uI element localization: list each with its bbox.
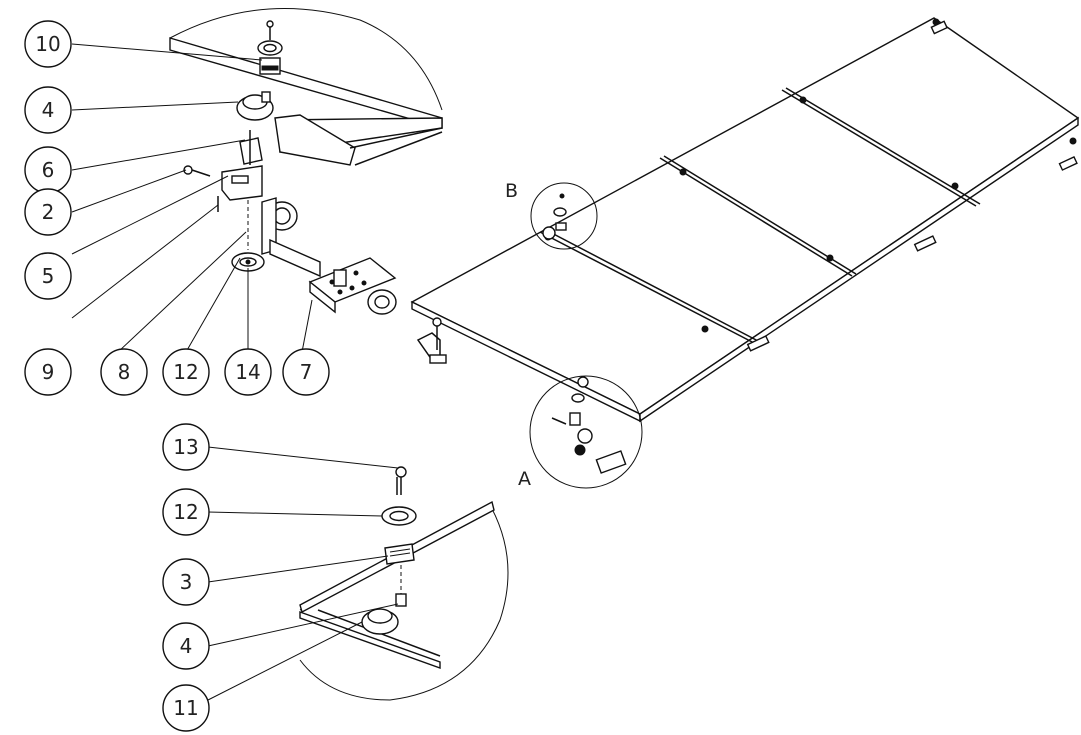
detail-a-callout: A — [518, 375, 643, 490]
svg-text:13: 13 — [173, 435, 198, 459]
left-mount-hardware — [416, 317, 447, 364]
part-7-baseplate — [308, 257, 397, 315]
panel-seam-1 — [539, 231, 757, 345]
part-4-nut-b — [361, 593, 407, 635]
svg-text:10: 10 — [35, 32, 60, 56]
balloon-11: 11 — [162, 684, 210, 732]
svg-text:11: 11 — [173, 696, 198, 720]
bottom-detail-view — [299, 466, 509, 701]
svg-text:9: 9 — [42, 360, 55, 384]
panel-seam-3 — [781, 89, 977, 207]
part-6-rail — [239, 130, 263, 165]
svg-text:14: 14 — [235, 360, 260, 384]
balloon-4-top: 4 — [24, 86, 72, 134]
part-13-bolt — [395, 466, 407, 495]
detail-b-callout: B — [505, 180, 598, 250]
svg-text:12: 12 — [173, 360, 198, 384]
svg-text:2: 2 — [42, 200, 55, 224]
balloon-6: 6 — [24, 146, 72, 194]
part-4-nut — [236, 91, 274, 121]
part-2-bolt — [183, 165, 211, 177]
balloon-9: 9 — [24, 348, 72, 396]
part-12-washer-b — [381, 506, 417, 526]
svg-text:7: 7 — [300, 360, 313, 384]
balloon-7: 7 — [282, 348, 330, 396]
svg-text:6: 6 — [42, 158, 55, 182]
detail-a-label: A — [518, 468, 531, 490]
svg-text:4: 4 — [42, 98, 55, 122]
svg-text:5: 5 — [42, 264, 55, 288]
balloon-5: 5 — [24, 252, 72, 300]
balloon-14: 14 — [224, 348, 272, 396]
part-8-cam — [261, 197, 321, 278]
balloon-2: 2 — [24, 188, 72, 236]
part-3-clamp — [384, 543, 415, 600]
svg-text:8: 8 — [118, 360, 131, 384]
panel-seam-2 — [659, 157, 853, 277]
part-10-clamp — [257, 20, 283, 75]
balloon-10: 10 — [24, 20, 72, 68]
balloon-12-bottom: 12 — [162, 488, 210, 536]
svg-text:4: 4 — [180, 634, 193, 658]
balloon-4-bottom: 4 — [162, 622, 210, 670]
edge-bracket — [746, 20, 1078, 352]
top-detail-view — [169, 7, 443, 315]
balloon-3: 3 — [162, 558, 210, 606]
balloon-8: 8 — [100, 348, 148, 396]
leader-lines — [71, 43, 399, 701]
svg-text:3: 3 — [180, 570, 193, 594]
panel-array — [410, 17, 1080, 423]
balloon-13: 13 — [162, 423, 210, 471]
detail-b-label: B — [505, 180, 518, 202]
svg-text:12: 12 — [173, 500, 198, 524]
balloon-12-top: 12 — [162, 348, 210, 396]
part-5-bracket — [217, 165, 263, 250]
